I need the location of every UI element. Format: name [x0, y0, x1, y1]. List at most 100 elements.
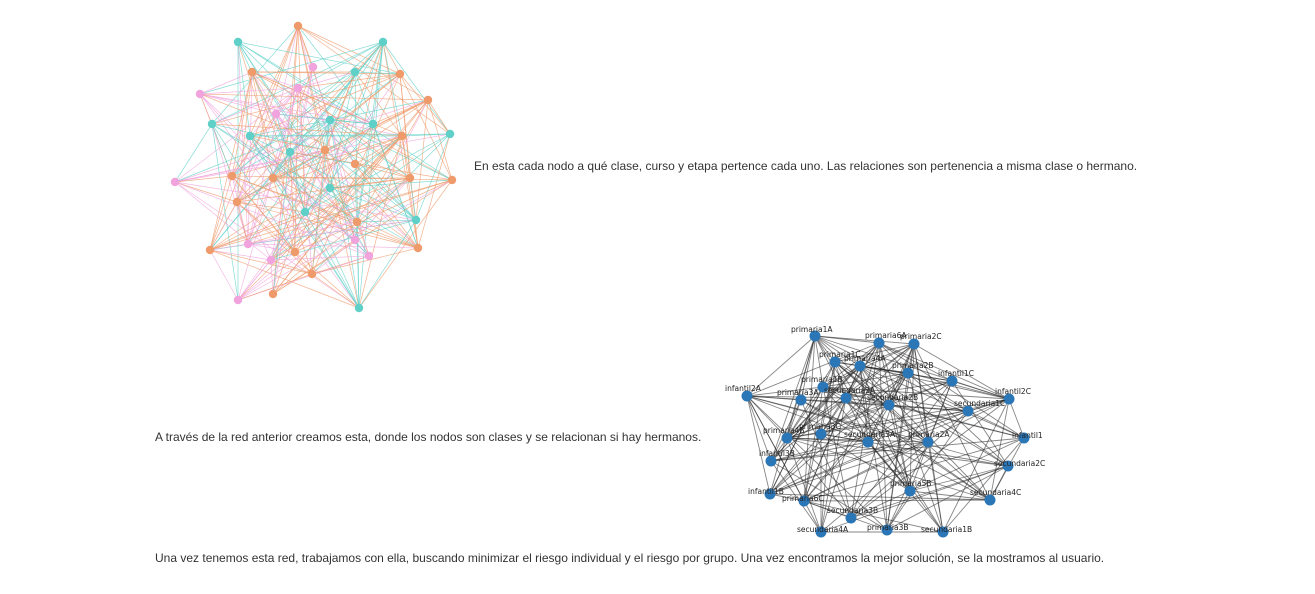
graph2-node-label: primaria2C	[900, 332, 942, 341]
graph2-node-label: primaria1A	[791, 325, 833, 334]
graph2-edge	[886, 410, 969, 531]
graph2-edge	[803, 398, 1010, 502]
graph1-edge	[297, 25, 401, 75]
graph2-edge	[907, 372, 969, 412]
graph2-edge	[909, 343, 915, 492]
graph2-edge	[888, 404, 911, 492]
graph1-edge	[199, 71, 253, 95]
graph1-nodes	[170, 21, 457, 313]
graph2-edge	[909, 437, 1025, 492]
graph2-node-label: primaria1C	[819, 350, 861, 359]
graph2-edge	[769, 493, 991, 501]
graph2-edge	[820, 441, 929, 533]
graph2-edge	[878, 342, 888, 531]
graph1-edge	[231, 71, 253, 177]
graph2-edge	[814, 335, 1009, 467]
graph1-edge	[415, 99, 429, 221]
graph2-edge	[822, 342, 880, 388]
graph2-edge	[786, 437, 822, 533]
graph1-edge	[372, 99, 429, 125]
graph2-edge	[942, 437, 1025, 533]
graph2-edge	[786, 404, 890, 439]
graph1-edge	[294, 251, 360, 309]
graph2-edge	[770, 386, 824, 462]
graph1-edge	[209, 179, 453, 251]
graph1-edge	[199, 93, 306, 213]
graph1-edge	[249, 135, 274, 179]
graph2-edge	[786, 399, 802, 439]
graph1-node	[378, 37, 388, 47]
graph1-edge	[354, 99, 429, 241]
graph2-edge	[803, 500, 888, 531]
graph1-edge	[231, 175, 370, 257]
graph2-nodes	[741, 330, 1030, 538]
graph2-node	[817, 381, 829, 393]
graph1-edge	[304, 133, 451, 213]
graph1-edge	[209, 201, 238, 251]
graph1-edge	[236, 201, 313, 275]
graph1-node	[445, 129, 455, 139]
graph1-node	[285, 147, 295, 157]
graph2-edge	[803, 437, 1025, 502]
graph1-edge	[231, 71, 356, 177]
graph2-node-label: infantil1C	[938, 369, 974, 378]
graph2-edge	[834, 343, 915, 363]
graph2-node-label: infantil1	[1012, 431, 1043, 440]
graph1-edge	[237, 41, 374, 125]
graph1-node	[170, 177, 180, 187]
graph1-edge	[199, 93, 374, 125]
graph1-edge	[236, 177, 411, 203]
graph2-edge	[845, 380, 953, 399]
graph1-edge	[236, 201, 249, 245]
graph2-edge	[820, 404, 890, 435]
graph2-edge	[746, 386, 824, 397]
graph1-node	[205, 245, 215, 255]
graph1-edge	[270, 259, 274, 295]
graph1-node	[325, 115, 335, 125]
graph2-edge	[850, 410, 969, 519]
graph2-node-label: secundaria2C	[994, 459, 1045, 468]
graph2-node-label: infantil2A	[725, 384, 762, 393]
graph1-edge	[211, 123, 403, 137]
graph1-edge	[270, 133, 451, 261]
graph1-edge	[401, 133, 451, 137]
graph2-node-label: primaria4A	[844, 354, 886, 363]
graph2-edge	[886, 441, 929, 531]
graph2-edge	[822, 365, 861, 388]
graph1-edge	[297, 71, 356, 89]
caption-solution: Una vez tenemos esta red, trabajamos con…	[155, 551, 1105, 565]
graph1-node	[325, 183, 335, 193]
graph1-edge	[249, 135, 360, 309]
graph1-node	[290, 247, 300, 257]
graph1-node	[247, 67, 257, 77]
graph1-edge	[251, 71, 401, 75]
graph1-node	[423, 95, 433, 105]
graph1-edge	[272, 73, 401, 179]
graph2-edge	[886, 490, 911, 531]
graph2-edge	[878, 342, 953, 382]
graph2-edge	[770, 399, 802, 462]
graph2-node-label: secundaria2A	[824, 386, 876, 395]
graph2-edge	[814, 335, 915, 345]
graph1-edge	[209, 177, 411, 251]
graph1-edge	[237, 41, 453, 181]
graph1-edge	[358, 41, 384, 309]
graph2-edge	[909, 490, 991, 501]
graph1-edge	[289, 151, 296, 253]
graph1-edge	[275, 71, 356, 115]
graph1-edge	[236, 41, 384, 203]
graph2-edge	[850, 465, 1009, 519]
graph1-edge	[399, 73, 453, 181]
graph2-edge	[786, 365, 861, 439]
graph1-edge	[236, 113, 277, 203]
graph2-edge	[859, 365, 1025, 439]
graph1-edge	[272, 151, 291, 295]
graph1-edge	[174, 181, 360, 309]
graph1-edge	[237, 273, 313, 301]
graph2-edge	[845, 372, 909, 399]
graph1-edge	[294, 179, 453, 253]
graph2-edge	[803, 499, 991, 502]
graph2-node-label: infantil2C	[995, 387, 1031, 396]
graph1-edge	[329, 99, 429, 121]
graph1-edge	[297, 73, 401, 89]
